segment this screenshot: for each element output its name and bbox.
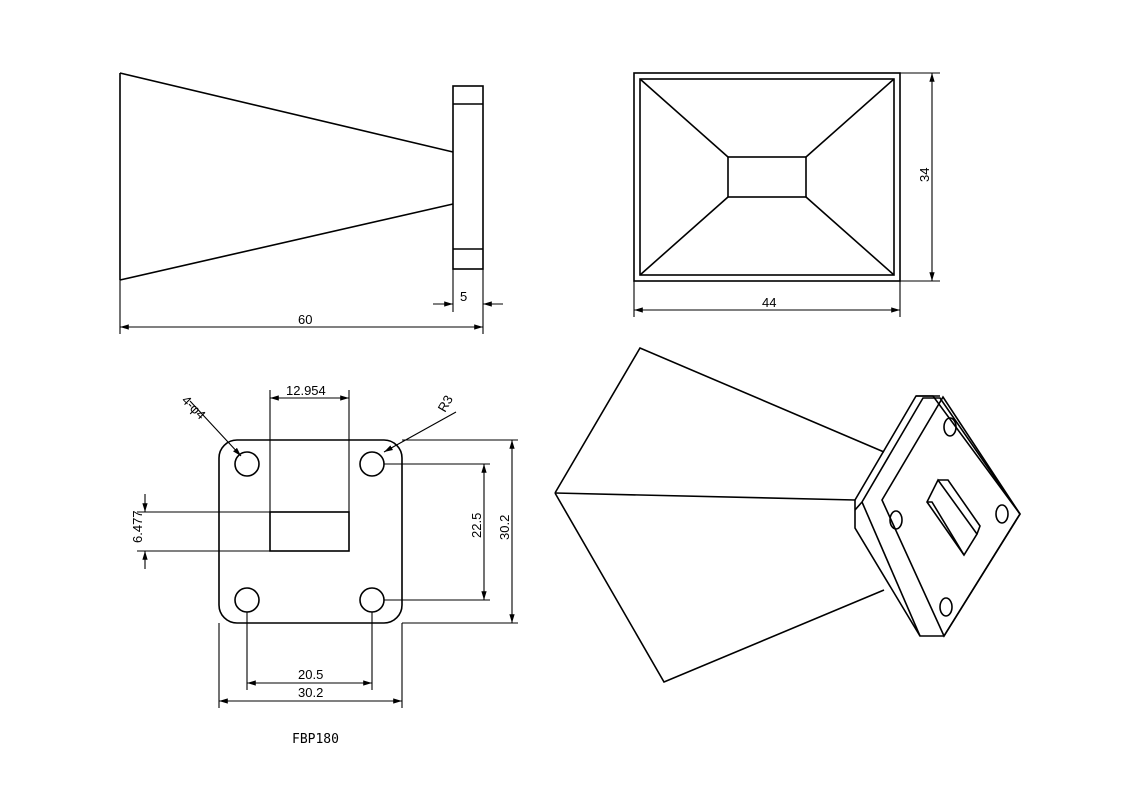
dim-flange-thickness: 5 xyxy=(460,289,467,304)
dim-waveguide-width: 12.954 xyxy=(286,383,326,398)
mounting-hole xyxy=(359,587,385,613)
dim-front-height: 34 xyxy=(917,168,932,182)
dim-hole-spacing-vertical: 22.5 xyxy=(469,513,484,538)
flange-view: 12.954 6.477 4-φ4 R3 22.5 30.2 20.5 30.2 xyxy=(130,383,518,747)
front-view: 34 44 xyxy=(633,72,940,317)
dim-hole-spacing-horizontal: 20.5 xyxy=(298,667,323,682)
corner-radius-callout: R3 xyxy=(435,393,456,415)
dim-flange-width: 30.2 xyxy=(298,685,323,700)
hole-callout: 4-φ4 xyxy=(179,393,209,423)
dim-front-width: 44 xyxy=(762,295,776,310)
dim-flange-height: 30.2 xyxy=(497,515,512,540)
side-view: 5 60 xyxy=(119,72,503,334)
mounting-hole xyxy=(234,451,260,477)
dim-overall-length: 60 xyxy=(298,312,312,327)
mounting-hole xyxy=(359,451,385,477)
mounting-hole xyxy=(234,587,260,613)
part-number-label: FBP180 xyxy=(292,732,339,747)
isometric-view xyxy=(554,346,1021,684)
dim-waveguide-height: 6.477 xyxy=(130,510,145,543)
